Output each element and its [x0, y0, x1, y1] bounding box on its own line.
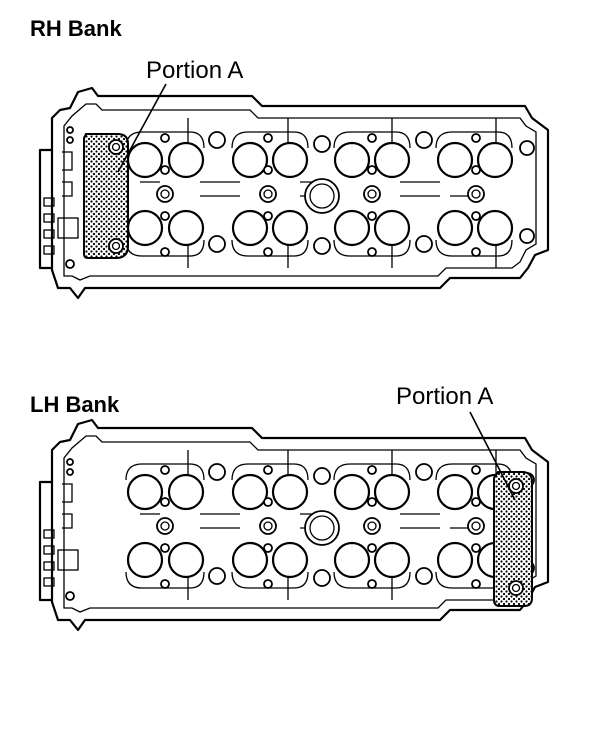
lh-portion-a-leader	[469, 411, 516, 501]
rh-portion-a-label: Portion A	[146, 57, 243, 84]
lh-cylinder-head	[38, 418, 550, 632]
rh-bank-title: RH Bank	[30, 16, 122, 41]
rh-portion-a-region	[83, 133, 129, 259]
lh-portion-a-label: Portion A	[396, 383, 493, 410]
rh-portion-a-leader	[117, 83, 167, 173]
lh-bank-title: LH Bank	[30, 392, 120, 417]
lh-portion-a-region	[493, 471, 533, 607]
rh-cylinder-head	[38, 86, 550, 300]
